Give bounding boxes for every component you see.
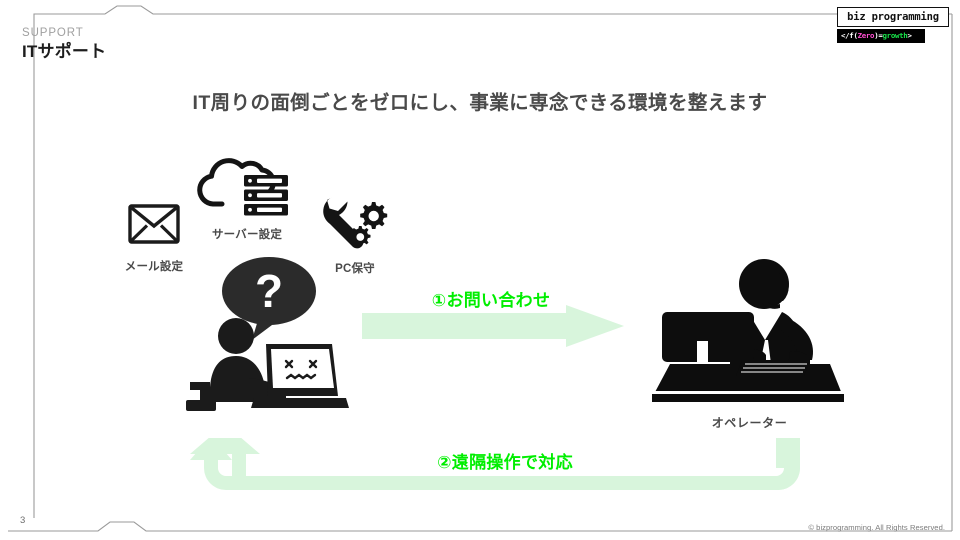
mail-envelope-icon [128, 204, 180, 244]
service-item-mail: メール設定 [104, 200, 204, 274]
logo-code-close: > [907, 31, 912, 40]
service-item-server: サーバー設定 [192, 148, 302, 242]
headline: IT周りの面倒ごとをゼロにし、事業に専念できる環境を整えます [192, 92, 768, 114]
wrench-gears-icon [323, 197, 388, 249]
figure-label-operator: オペレーター [711, 416, 788, 430]
service-label-mail: メール設定 [124, 261, 184, 273]
service-label-server: サーバー設定 [211, 229, 283, 241]
flow-step1-label: ①お問い合わせ [431, 291, 551, 310]
brand-logo: biz programming </f(Zero)=growth> [837, 7, 949, 43]
slide-header: SUPPORT ITサポート [22, 26, 106, 63]
page-number: 3 [20, 515, 26, 526]
flow-step2-label: ②遠隔操作で対応 [437, 453, 573, 472]
svg-text:?: ? [255, 265, 283, 317]
question-speech-bubble: ? [222, 257, 316, 340]
logo-code-mid: )= [874, 31, 883, 40]
figure-customer: ? [186, 248, 356, 418]
arrow-inquiry-forward [362, 305, 624, 347]
person-at-laptop-confused-icon: ? [186, 257, 349, 411]
page-title: ITサポート [22, 42, 107, 61]
logo-code-growth: growth [882, 31, 908, 40]
logo-code-zero: Zero [857, 31, 875, 40]
cloud-server-icon [197, 158, 288, 216]
service-item-pc: PC保守 [310, 192, 400, 276]
brand-logo-name: biz programming [837, 7, 949, 27]
service-label-pc: PC保守 [335, 263, 375, 275]
brand-logo-code: </f(Zero)=growth> [837, 29, 925, 43]
figure-operator [652, 256, 847, 411]
logo-code-open: </f( [841, 31, 858, 40]
operator-headset-desk-icon [652, 259, 844, 402]
section-eyebrow: SUPPORT [22, 27, 84, 39]
copyright-notice: © bizprogramming. All Rights Reserved. [808, 523, 945, 532]
